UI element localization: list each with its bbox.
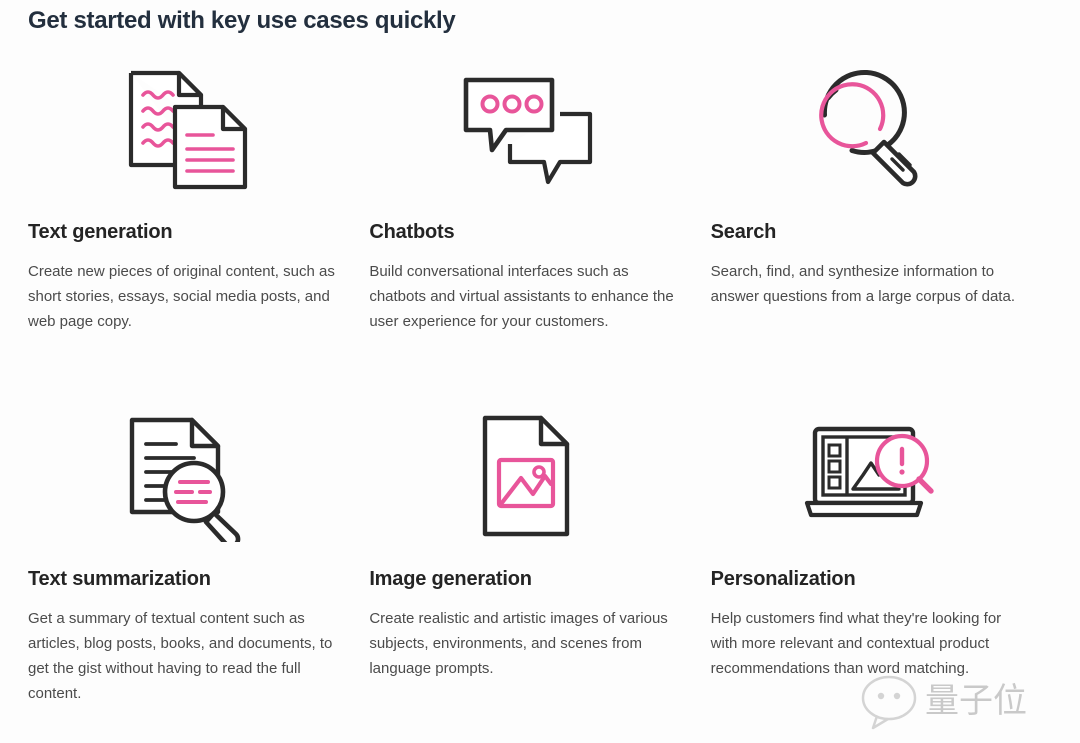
card-title: Search [710,221,777,243]
page-title: Get started with key use cases quickly [28,7,456,34]
use-case-card-image-generation[interactable]: Image generation Create realistic and ar… [369,334,710,706]
card-description: Get a summary of textual content such as… [28,610,333,702]
use-case-card-text-generation[interactable]: Text generation Create new pieces of ori… [28,55,369,334]
card-description: Build conversational interfaces such as … [369,263,674,330]
use-case-card-search[interactable]: Search Search, find, and synthesize info… [711,55,1052,334]
documents-squiggle-icon [28,55,341,205]
card-description: Search, find, and synthesize information… [710,263,1015,305]
card-title: Text generation [28,221,173,243]
magnifying-glass-icon [711,55,1024,205]
card-title: Personalization [710,568,856,590]
card-title: Text summarization [28,568,211,590]
document-magnifier-icon [28,402,341,552]
use-case-card-chatbots[interactable]: Chatbots Build conversational interfaces… [369,55,710,334]
use-case-card-personalization[interactable]: Personalization Help customers find what… [711,334,1052,706]
card-title: Chatbots [369,221,455,243]
card-description: Create realistic and artistic images of … [369,610,668,677]
card-description: Create new pieces of original content, s… [28,263,335,330]
chat-bubbles-icon [369,55,682,205]
laptop-chart-alert-icon [711,402,1024,552]
document-picture-icon [369,402,682,552]
card-description: Help customers find what they're looking… [710,610,1002,677]
card-title: Image generation [369,568,532,590]
use-case-grid: Text generation Create new pieces of ori… [28,55,1052,706]
use-case-card-text-summarization[interactable]: Text summarization Get a summary of text… [28,334,369,706]
